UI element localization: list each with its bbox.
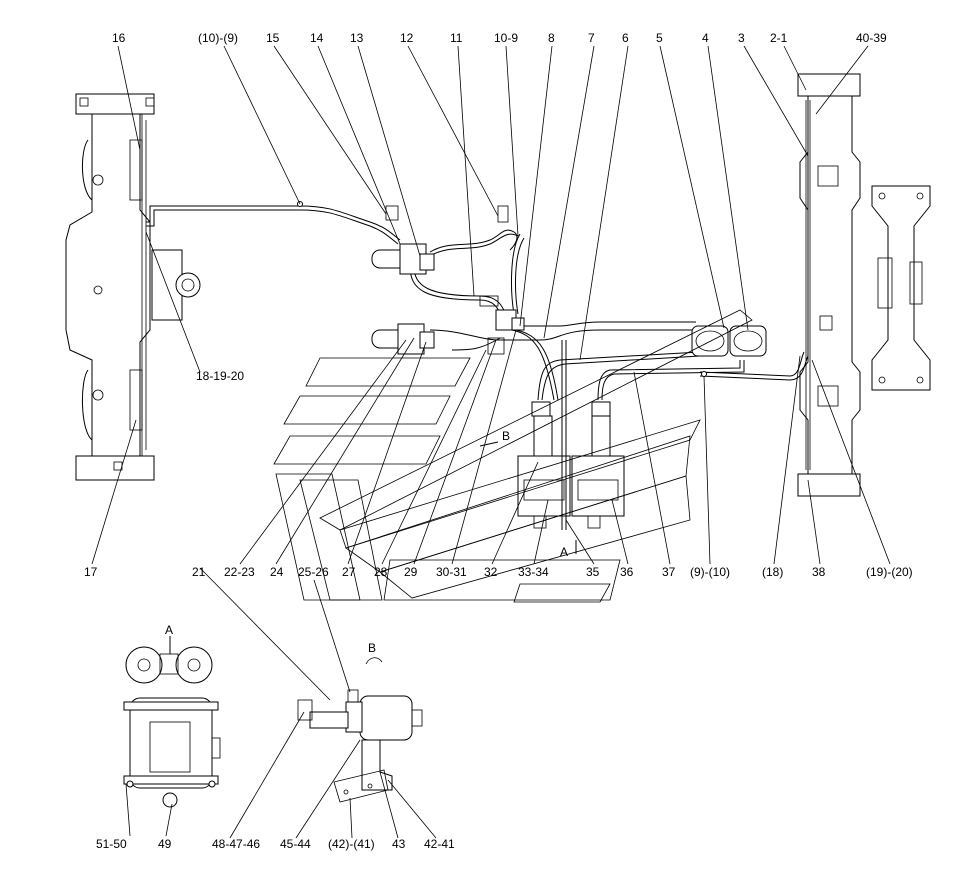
callout-label: (9)-(10) (690, 565, 730, 579)
callout-label: 36 (620, 565, 634, 579)
detail-view-a (123, 636, 221, 808)
svg-text:A: A (560, 545, 568, 559)
callout-label: 22-23 (224, 565, 255, 579)
callout-label: 24 (270, 565, 284, 579)
view-label-a: A (165, 623, 173, 637)
callout-label: 37 (662, 565, 676, 579)
callout-label: 6 (622, 31, 629, 45)
callout-label: 42-41 (424, 837, 455, 851)
callout-label: 28 (374, 565, 388, 579)
brake-lines (146, 100, 809, 515)
callout-label: 35 (586, 565, 600, 579)
bottom-row-callouts: 21 22-23 24 25-26 27 28 29 30-31 32 33-3… (192, 565, 913, 579)
callout-label: 49 (158, 837, 172, 851)
callout-label: 14 (310, 31, 324, 45)
callout-label: 25-26 (298, 565, 329, 579)
callout-label: 2-1 (770, 31, 788, 45)
top-callouts: 16 (10)-(9) 15 14 13 12 11 10-9 8 7 6 5 … (112, 31, 887, 45)
callout-label: 38 (812, 565, 826, 579)
callout-label: (18) (762, 565, 783, 579)
callout-label: 51-50 (96, 837, 127, 851)
callout-label: 45-44 (280, 837, 311, 851)
callout-label: 12 (400, 31, 414, 45)
callout-label: 30-31 (436, 565, 467, 579)
callout-label: 43 (392, 837, 406, 851)
rear-axle-right (797, 73, 931, 497)
view-b-arrow-icon (365, 657, 383, 665)
brake-valves (371, 205, 525, 355)
leader-lines (91, 45, 891, 839)
detail-callouts: A B 51-50 49 48-47-46 45-44 (42)-(41) 43… (96, 623, 455, 851)
callout-label: (19)-(20) (866, 565, 913, 579)
floor-plates (273, 309, 753, 603)
callout-label: (10)-(9) (198, 31, 238, 45)
callout-label: 21 (192, 565, 206, 579)
callout-label: 40-39 (856, 31, 887, 45)
callout-label: 16 (112, 31, 126, 45)
callout-label: 32 (484, 565, 498, 579)
detail-view-b (297, 689, 423, 803)
callout-label: 5 (656, 31, 663, 45)
callout-label: 18-19-20 (196, 369, 244, 383)
brake-master-cylinders (517, 340, 625, 530)
callout-label: 4 (702, 31, 709, 45)
callout-label: (42)-(41) (328, 837, 375, 851)
callout-label: 8 (548, 31, 555, 45)
callout-label: 13 (350, 31, 364, 45)
view-arrows: B A (479, 429, 577, 559)
callout-label: 11 (450, 31, 463, 45)
front-axle-left (65, 93, 201, 481)
callout-label: 27 (342, 565, 356, 579)
callout-label: 3 (738, 31, 745, 45)
callout-label: 15 (266, 31, 280, 45)
callout-label: 7 (588, 31, 595, 45)
callout-label: 48-47-46 (212, 837, 260, 851)
view-label-b: B (368, 641, 376, 655)
callout-label: 29 (404, 565, 418, 579)
svg-text:B: B (502, 429, 510, 443)
left-callouts: 18-19-20 17 (84, 369, 244, 579)
callout-label: 10-9 (494, 31, 518, 45)
callout-label: 17 (84, 565, 98, 579)
accumulators (691, 325, 767, 357)
callout-label: 33-34 (518, 565, 549, 579)
